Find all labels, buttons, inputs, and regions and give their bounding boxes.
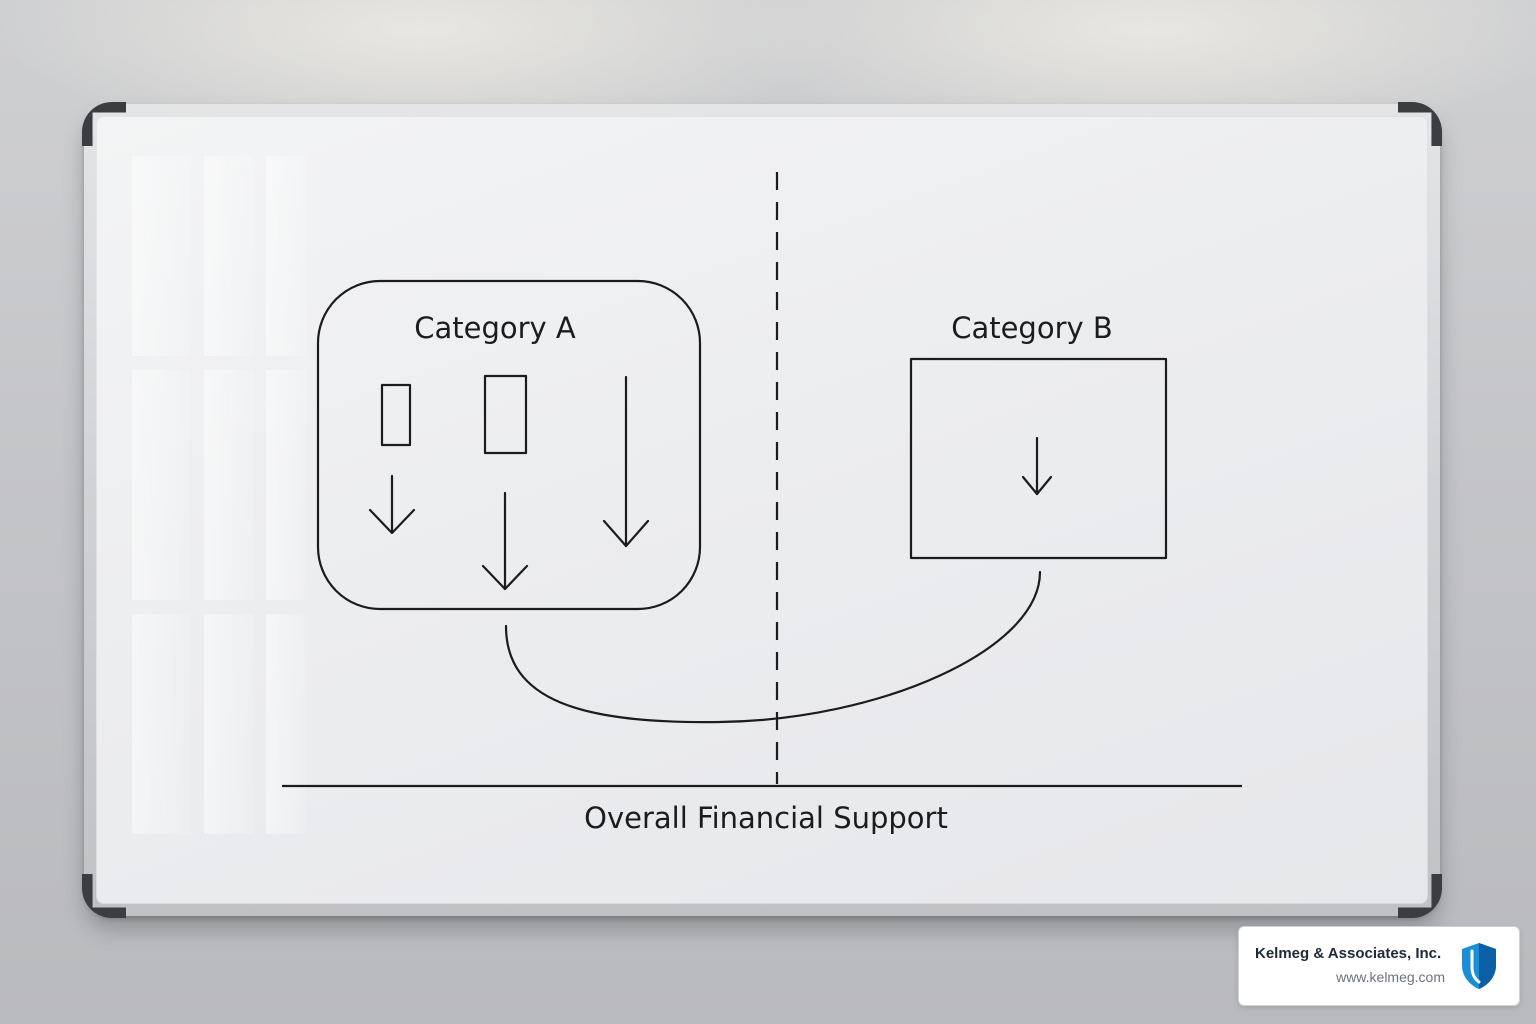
company-name: Kelmeg & Associates, Inc. (1255, 945, 1442, 962)
category-a-label: Category A (414, 311, 576, 345)
down-arrow-icon (481, 491, 529, 591)
connector-curve (504, 570, 1042, 724)
company-website[interactable]: www.kelmeg.com (1336, 969, 1445, 985)
down-arrow-icon (368, 474, 416, 535)
category-a-bar-medium (483, 374, 528, 455)
category-b-box (909, 357, 1168, 560)
category-a-bar-small (380, 383, 412, 447)
down-arrow-icon (602, 375, 650, 548)
whiteboard (82, 102, 1442, 918)
whiteboard-surface (96, 116, 1428, 904)
window-reflection (132, 156, 306, 834)
company-badge: Kelmeg & Associates, Inc. www.kelmeg.com (1238, 926, 1520, 1006)
shield-icon (1462, 943, 1496, 989)
down-arrow-icon (1021, 436, 1053, 496)
baseline-label: Overall Financial Support (584, 801, 948, 835)
category-b-label: Category B (951, 311, 1113, 345)
category-a-box (316, 279, 702, 611)
